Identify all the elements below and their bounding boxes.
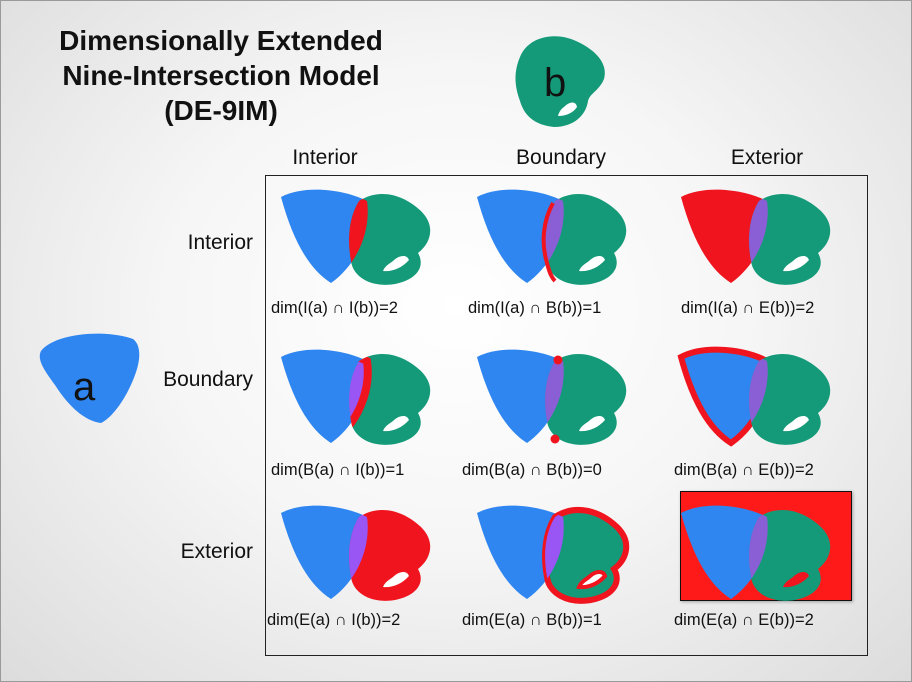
row-header-interior: Interior bbox=[187, 231, 253, 254]
row-header-exterior: Exterior bbox=[180, 540, 253, 563]
geometry-a-shape bbox=[39, 333, 140, 423]
caption-exterior-exterior: dim(E(a) ∩ E(b))=2 bbox=[674, 611, 814, 629]
column-header-interior: Interior bbox=[292, 146, 358, 169]
geometry-a-legend: a bbox=[35, 329, 145, 429]
cell-boundary-boundary bbox=[467, 341, 667, 501]
cell-exterior-boundary bbox=[467, 497, 667, 657]
caption-boundary-interior: dim(B(a) ∩ I(b))=1 bbox=[271, 461, 405, 479]
geometry-b-label: b bbox=[544, 61, 567, 105]
geometry-b-shape bbox=[515, 36, 605, 127]
title-line-3: (DE-9IM) bbox=[164, 95, 278, 126]
caption-boundary-boundary: dim(B(a) ∩ B(b))=0 bbox=[462, 461, 602, 479]
cell-exterior-interior bbox=[271, 497, 471, 657]
caption-boundary-exterior: dim(B(a) ∩ E(b))=2 bbox=[674, 461, 814, 479]
geometry-b-legend: b bbox=[506, 23, 616, 133]
de9im-matrix-frame bbox=[265, 175, 868, 656]
row-header-boundary: Boundary bbox=[163, 368, 253, 391]
cell-exterior-exterior bbox=[671, 497, 871, 657]
title-line-2: Nine-Intersection Model bbox=[62, 60, 380, 91]
column-header-boundary: Boundary bbox=[516, 146, 606, 169]
cell-interior-boundary bbox=[467, 181, 667, 341]
title-line-1: Dimensionally Extended bbox=[59, 25, 383, 56]
caption-exterior-interior: dim(E(a) ∩ I(b))=2 bbox=[267, 611, 401, 629]
caption-interior-interior: dim(I(a) ∩ I(b))=2 bbox=[271, 299, 398, 317]
caption-exterior-boundary: dim(E(a) ∩ B(b))=1 bbox=[462, 611, 602, 629]
column-header-exterior: Exterior bbox=[730, 146, 804, 169]
caption-interior-boundary: dim(I(a) ∩ B(b))=1 bbox=[468, 299, 602, 317]
page-title: Dimensionally Extended Nine-Intersection… bbox=[21, 23, 421, 128]
caption-interior-exterior: dim(I(a) ∩ E(b))=2 bbox=[681, 299, 815, 317]
geometry-a-label: a bbox=[73, 365, 96, 409]
